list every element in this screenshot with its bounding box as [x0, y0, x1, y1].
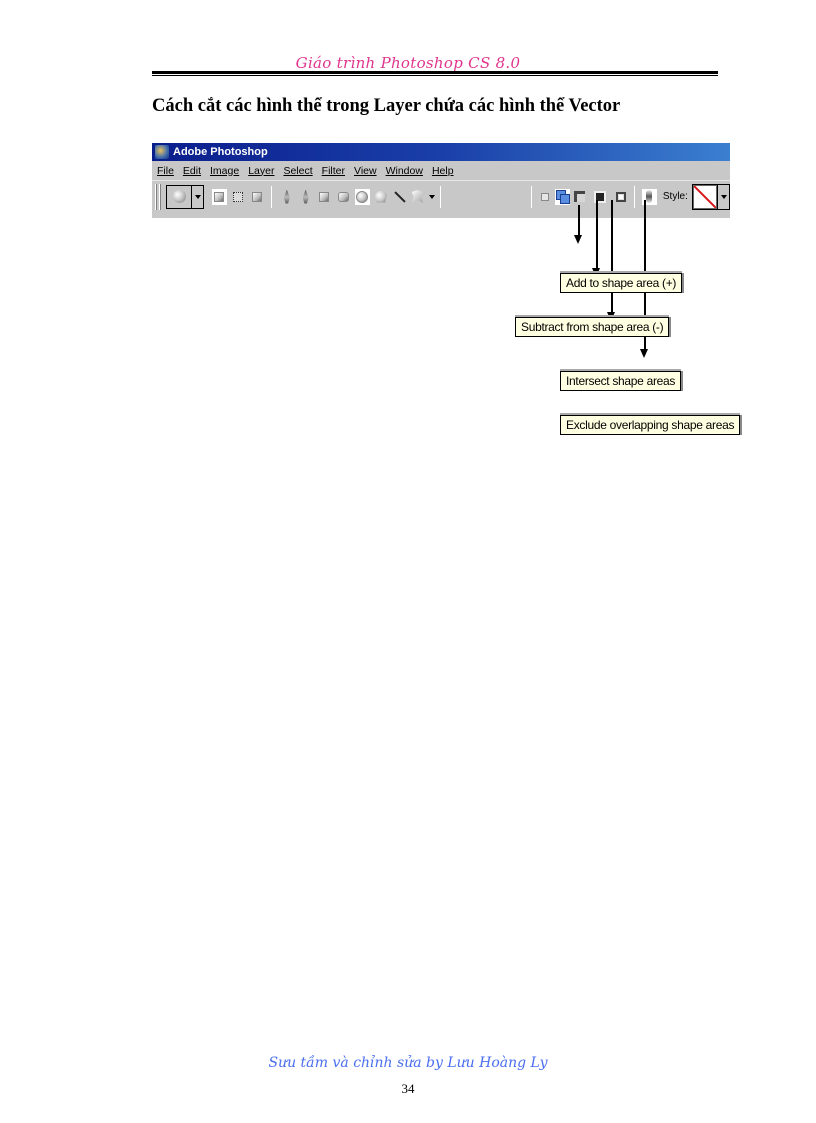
rounded-rectangle-tool-button[interactable]	[336, 189, 351, 205]
intersect-shape-icon	[593, 190, 606, 203]
no-style-swatch	[692, 184, 717, 209]
tool-preset-picker[interactable]	[166, 184, 204, 209]
rectangle-icon	[319, 191, 330, 202]
rounded-rectangle-icon	[337, 191, 349, 202]
intersect-shape-areas-button[interactable]	[592, 189, 607, 205]
menu-layer[interactable]: Layer	[248, 164, 275, 177]
menu-edit[interactable]: Edit	[182, 164, 202, 177]
shape-layers-button[interactable]	[212, 188, 227, 205]
menu-file[interactable]: File	[157, 164, 174, 177]
add-shape-icon	[555, 190, 570, 204]
style-dropdown[interactable]	[716, 184, 729, 209]
arrow-down-icon	[640, 349, 648, 358]
ellipse-icon	[356, 190, 369, 203]
ellipse-tool-icon	[173, 190, 186, 203]
tooltip-subtract-from-shape-area: Subtract from shape area (-)	[515, 317, 670, 337]
shape-layers-icon	[214, 191, 225, 202]
custom-shape-dropdown[interactable]	[428, 189, 435, 205]
line-icon	[394, 190, 406, 203]
callout-line-subtract	[611, 200, 613, 314]
arrow-down-icon	[607, 312, 615, 321]
fill-pixels-button[interactable]	[250, 189, 265, 205]
paths-button[interactable]	[231, 189, 246, 205]
separator	[634, 185, 636, 208]
menu-image[interactable]: Image	[210, 164, 240, 177]
options-bar: Style:	[152, 180, 730, 212]
arrow-down-icon	[574, 235, 582, 244]
new-shape-button[interactable]	[538, 189, 553, 205]
callout-line-new	[578, 205, 580, 238]
menubar: File Edit Image Layer Select Filter View…	[152, 162, 730, 179]
separator	[271, 185, 273, 208]
tooltip-exclude-overlapping-shape-areas: Exclude overlapping shape areas	[560, 415, 741, 435]
arrow-down-icon	[592, 268, 600, 277]
menu-window[interactable]: Window	[385, 164, 423, 177]
style-label: Style:	[662, 191, 688, 202]
fill-pixels-icon	[252, 191, 263, 202]
header-rule-thick	[152, 71, 718, 74]
page-number: 34	[401, 1081, 415, 1096]
line-tool-button[interactable]	[392, 189, 407, 205]
section-heading: Cách cắt các hình thể trong Layer chứa c…	[152, 96, 621, 116]
toolbar-grip[interactable]	[159, 183, 161, 210]
pen-tool-button[interactable]	[279, 189, 294, 205]
subtract-shape-icon	[573, 191, 585, 202]
separator	[531, 185, 532, 208]
polygon-icon	[374, 190, 387, 203]
custom-shape-tool-button[interactable]	[411, 189, 426, 205]
callout-line-add	[596, 200, 598, 270]
menu-view[interactable]: View	[354, 164, 377, 177]
link-layer-icon	[646, 190, 653, 203]
add-shape-area-button[interactable]	[554, 188, 570, 205]
style-picker[interactable]	[691, 183, 730, 210]
new-shape-icon	[541, 192, 550, 201]
menu-filter[interactable]: Filter	[321, 164, 345, 177]
pen-icon	[283, 189, 290, 204]
subtract-shape-area-button[interactable]	[572, 189, 587, 205]
menu-help[interactable]: Help	[431, 164, 454, 177]
paths-icon	[233, 191, 244, 202]
link-layer-button[interactable]	[642, 188, 657, 205]
freeform-pen-icon	[302, 189, 309, 204]
polygon-tool-button[interactable]	[374, 189, 389, 205]
titlebar: Adobe Photoshop	[152, 143, 730, 161]
separator	[440, 185, 442, 208]
window-title: Adobe Photoshop	[173, 146, 268, 158]
document-header: Giáo trình Photoshop CS 8.0	[295, 54, 521, 72]
footer-credit: Sưu tầm và chỉnh sửa by Lưu Hoàng Ly	[268, 1055, 548, 1071]
header-rule-thin	[152, 75, 718, 76]
chevron-down-icon	[720, 194, 727, 199]
tool-preset-dropdown[interactable]	[191, 185, 203, 208]
chevron-down-icon	[428, 194, 435, 199]
menu-select[interactable]: Select	[283, 164, 313, 177]
tooltip-add-to-shape-area: Add to shape area (+)	[560, 273, 683, 293]
toolbar-grip[interactable]	[155, 183, 157, 210]
exclude-overlapping-button[interactable]	[613, 189, 628, 205]
tooltip-intersect-shape-areas: Intersect shape areas	[560, 371, 682, 391]
custom-shape-icon	[411, 190, 426, 203]
photoshop-window-screenshot: Adobe Photoshop File Edit Image Layer Se…	[152, 143, 730, 218]
chevron-down-icon	[195, 194, 201, 199]
exclude-shape-icon	[615, 191, 626, 202]
photoshop-app-icon	[155, 145, 169, 159]
rectangle-tool-button[interactable]	[317, 189, 332, 205]
ellipse-tool-button[interactable]	[354, 188, 370, 205]
freeform-pen-button[interactable]	[298, 189, 313, 205]
